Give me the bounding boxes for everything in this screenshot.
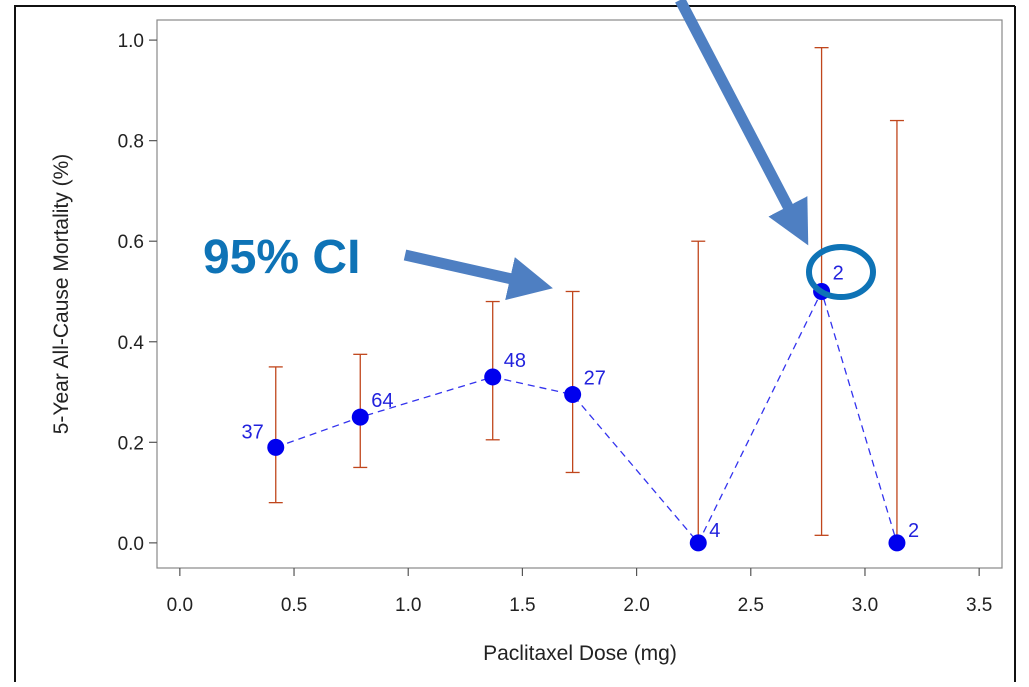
connector-layer (275, 289, 898, 545)
x-axis-title: Paclitaxel Dose (mg) (483, 642, 677, 665)
y-tick-label: 0.2 (118, 433, 144, 454)
ci-layer (268, 47, 904, 543)
annotation-layer: 95% CI (203, 0, 876, 301)
x-tick-label: 1.5 (509, 595, 535, 616)
point-layer (267, 282, 906, 552)
x-tick-label: 2.0 (623, 595, 649, 616)
annotation-circle (806, 244, 876, 300)
annotation-arrow-ci (403, 249, 553, 301)
y-tick-label: 0.0 (118, 534, 144, 555)
y-axis-title: 5-Year All-Cause Mortality (%) (50, 154, 73, 435)
sample-size-label: 2 (833, 262, 844, 284)
y-tick-label: 0.6 (118, 232, 144, 253)
x-tick-label: 3.0 (852, 595, 878, 616)
x-tick-label: 0.5 (281, 595, 307, 616)
data-point (484, 368, 502, 386)
y-tick-label: 0.8 (118, 132, 144, 153)
data-point (564, 386, 582, 404)
x-tick-label: 1.0 (395, 595, 421, 616)
sample-size-label: 4 (709, 520, 720, 542)
label-layer: 37 64 48 27 4 2 2 (242, 262, 920, 541)
sample-size-label: 37 (242, 421, 264, 443)
plot-area-frame (156, 19, 1003, 569)
sample-size-label: 27 (584, 368, 606, 390)
annotation-95ci-label: 95% CI (203, 231, 360, 284)
y-axis: 0.0 0.2 0.4 0.6 0.8 1.0 (118, 31, 157, 555)
x-tick-label: 2.5 (738, 595, 764, 616)
series-connector-line (275, 289, 898, 545)
x-axis: 0.0 0.5 1.0 1.5 2.0 2.5 3.0 3.5 (167, 568, 992, 616)
sample-size-label: 64 (371, 390, 393, 412)
data-point (351, 408, 369, 426)
data-point (888, 534, 906, 552)
sample-size-label: 2 (908, 520, 919, 542)
data-point (267, 438, 285, 456)
sample-size-label: 48 (504, 350, 526, 372)
x-tick-label: 0.0 (167, 595, 193, 616)
y-tick-label: 1.0 (118, 31, 144, 52)
y-tick-label: 0.4 (118, 333, 145, 354)
x-tick-label: 3.5 (966, 595, 992, 616)
data-point (689, 534, 707, 552)
annotation-arrow-top (675, 0, 809, 246)
